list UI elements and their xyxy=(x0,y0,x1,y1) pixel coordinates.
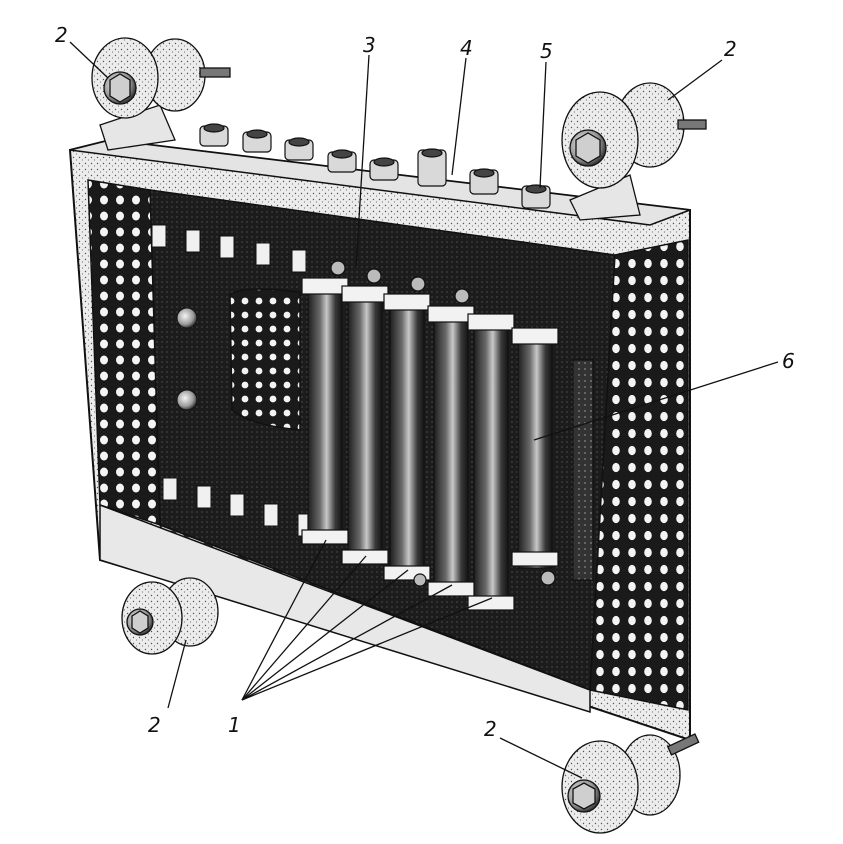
callout-6: 6 xyxy=(782,349,795,373)
callouts: 2 3 4 5 2 6 2 1 2 xyxy=(55,23,795,741)
insulator-mount-top-left xyxy=(91,37,231,151)
callout-2-bottom-right: 2 xyxy=(484,717,497,741)
insulator-mount-bottom-right xyxy=(561,733,700,834)
callout-1: 1 xyxy=(228,713,241,737)
callout-3: 3 xyxy=(363,33,376,57)
callout-2-top-right: 2 xyxy=(724,37,737,61)
insulator-mount-bottom-left xyxy=(121,577,219,655)
callout-2-bottom-left: 2 xyxy=(148,713,161,737)
callout-5: 5 xyxy=(540,39,553,63)
callout-2-top-left: 2 xyxy=(55,23,68,47)
callout-4: 4 xyxy=(460,36,473,60)
resistor-rods xyxy=(301,260,594,611)
insulator-mount-top-right xyxy=(561,82,707,221)
leader-lines xyxy=(69,41,779,779)
top-terminals xyxy=(199,123,551,209)
